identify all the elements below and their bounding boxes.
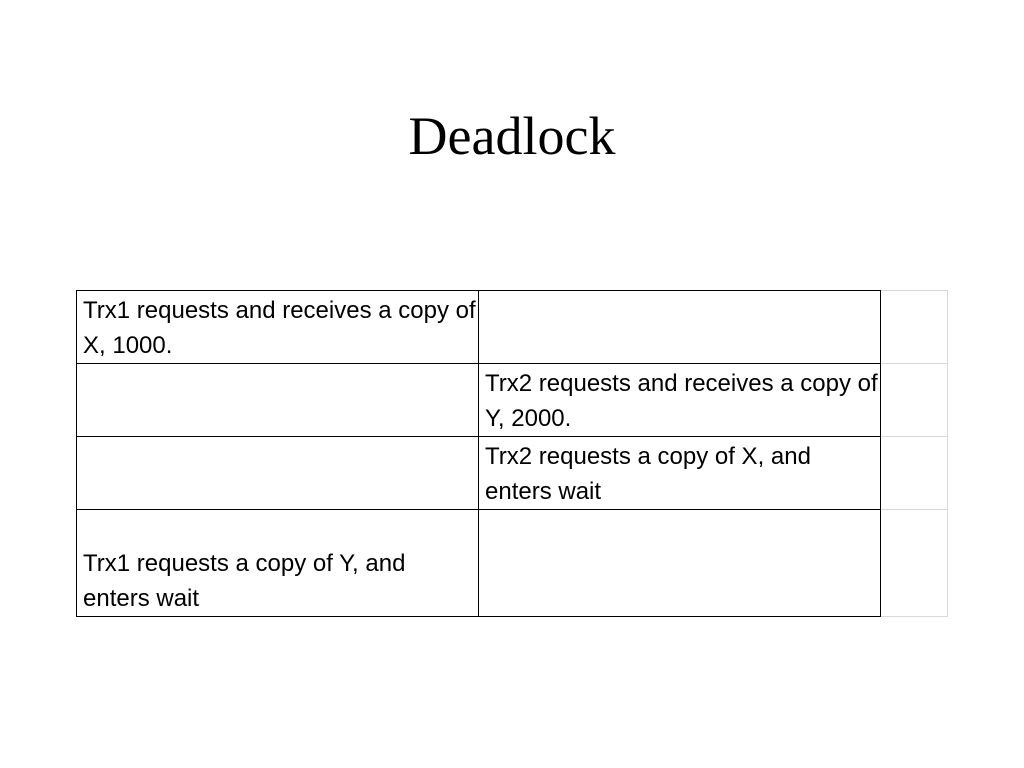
empty-cell — [880, 436, 948, 510]
trx1-cell — [76, 363, 479, 437]
deadlock-table-wrapper: Trx1 requests and receives a copy of X, … — [76, 290, 948, 617]
table-row: Trx1 requests a copy of Y, and enters wa… — [76, 509, 948, 617]
trx2-cell: Trx2 requests and receives a copy of Y, … — [478, 363, 881, 437]
empty-cell — [880, 290, 948, 364]
table-row: Trx2 requests and receives a copy of Y, … — [76, 363, 948, 437]
trx2-cell — [478, 509, 881, 617]
table-row: Trx2 requests a copy of X, and enters wa… — [76, 436, 948, 510]
trx2-cell — [478, 290, 881, 364]
deadlock-table: Trx1 requests and receives a copy of X, … — [76, 290, 948, 617]
trx1-cell — [76, 436, 479, 510]
trx1-cell: Trx1 requests and receives a copy of X, … — [76, 290, 479, 364]
slide-title: Deadlock — [408, 106, 616, 166]
empty-cell — [880, 509, 948, 617]
empty-cell — [880, 363, 948, 437]
table-row: Trx1 requests and receives a copy of X, … — [76, 290, 948, 364]
trx2-cell: Trx2 requests a copy of X, and enters wa… — [478, 436, 881, 510]
trx1-cell: Trx1 requests a copy of Y, and enters wa… — [76, 509, 479, 617]
